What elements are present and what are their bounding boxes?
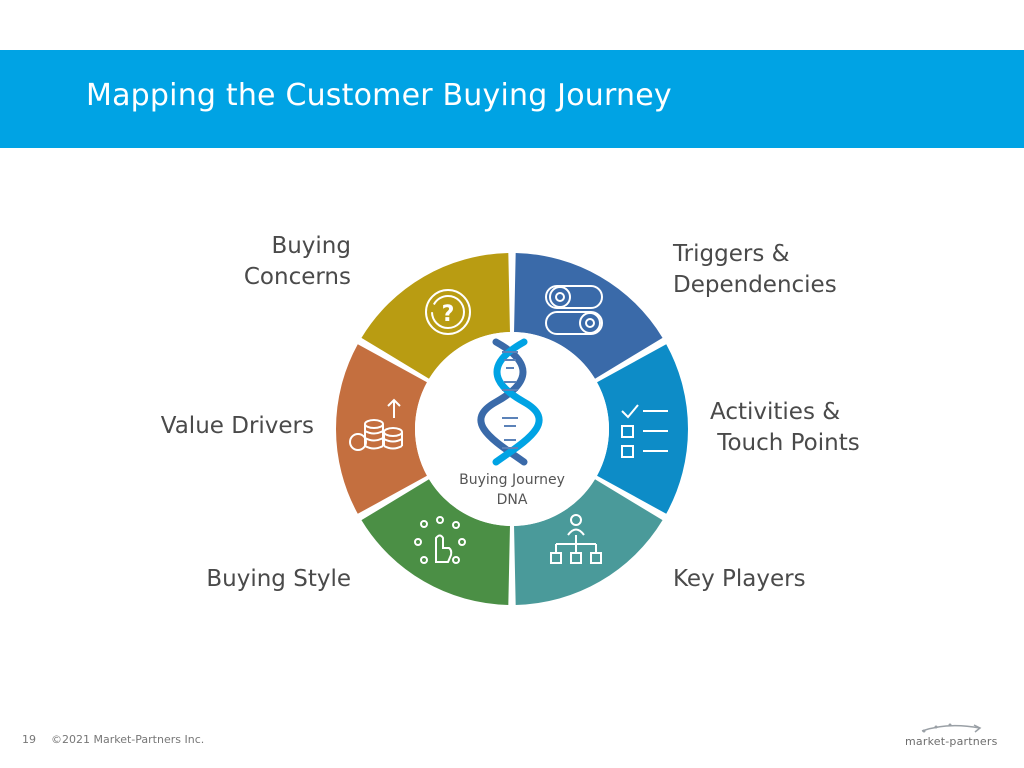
label-activities-line1: Activities & xyxy=(710,399,841,425)
segment-buying-concerns xyxy=(361,253,510,379)
label-triggers-line2: Dependencies xyxy=(673,272,837,298)
logo-text: market-partners xyxy=(905,735,998,748)
segment-value-drivers xyxy=(336,344,427,514)
page-number: 19 xyxy=(22,733,36,746)
segment-activities xyxy=(597,344,688,514)
label-triggers-line1: Triggers & xyxy=(673,241,790,267)
market-partners-logo xyxy=(921,723,982,733)
slide-title: Mapping the Customer Buying Journey xyxy=(86,78,672,113)
dna-icon xyxy=(477,338,543,466)
label-buying-style-text: Buying Style xyxy=(206,566,351,592)
hand-pointer-icon xyxy=(414,516,466,564)
label-key-players-text: Key Players xyxy=(673,566,806,592)
label-buying-concerns-line1: Buying xyxy=(271,233,351,259)
segment-key-players xyxy=(514,479,663,605)
toggle-switches-icon xyxy=(545,285,603,335)
label-value-drivers: Value Drivers xyxy=(161,411,314,442)
checklist-icon xyxy=(621,404,668,458)
question-circle-icon xyxy=(425,289,471,335)
label-buying-style: Buying Style xyxy=(206,564,351,595)
label-triggers-dependencies: Triggers & Dependencies xyxy=(673,239,837,301)
label-activities-line2: Touch Points xyxy=(710,430,860,456)
label-value-drivers-text: Value Drivers xyxy=(160,413,314,439)
center-label-line2: DNA xyxy=(497,492,528,508)
label-buying-concerns: Buying Concerns xyxy=(244,231,351,293)
org-chart-icon xyxy=(550,514,602,564)
center-hub xyxy=(415,332,609,526)
coins-growth-icon xyxy=(349,398,403,451)
label-buying-concerns-line2: Concerns xyxy=(243,264,351,290)
header-bar xyxy=(0,50,1024,148)
copyright-text: ©2021 Market-Partners Inc. xyxy=(51,733,205,746)
segment-triggers xyxy=(514,253,663,379)
label-key-players: Key Players xyxy=(673,564,806,595)
label-activities-touch-points: Activities & Touch Points xyxy=(710,397,860,459)
question-mark-glyph: ? xyxy=(442,302,455,327)
center-label-line1: Buying Journey xyxy=(459,472,565,488)
